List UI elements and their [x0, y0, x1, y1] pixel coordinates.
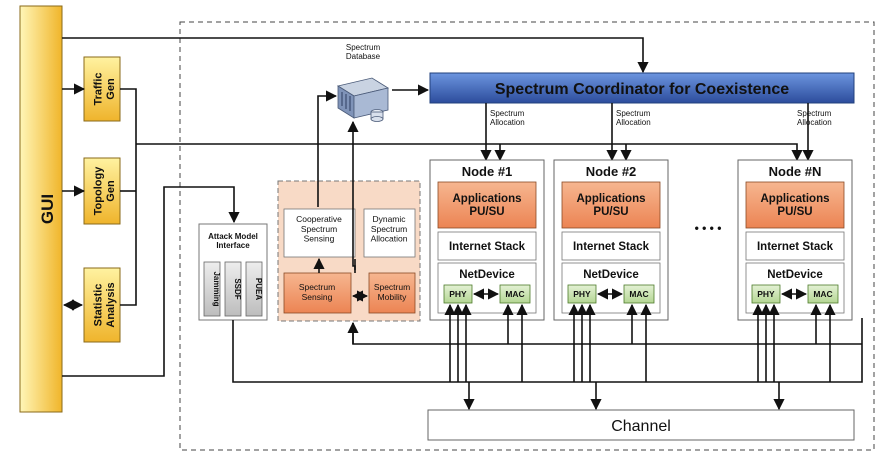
gui-label: GUI [38, 194, 57, 224]
nodes-ellipsis: • • • • [695, 221, 722, 235]
traffic-gen-label: TrafficGen [93, 72, 118, 105]
netdevice-label: NetDevice [459, 269, 515, 281]
phy-box [751, 284, 781, 304]
gui-to-attack-line [62, 186, 240, 377]
internet-stack-label: Internet Stack [573, 241, 650, 253]
internet-stack-box [745, 231, 845, 261]
statistic-analysis-label: StatisticAnalysis [93, 282, 118, 327]
applications-box [437, 181, 537, 229]
traffic-gen-box [83, 56, 121, 122]
mac-box [807, 284, 839, 304]
applications-box [745, 181, 845, 229]
phy-box [443, 284, 473, 304]
attack-puea-box [245, 261, 263, 317]
gui-to-coordinator-line [62, 37, 649, 74]
phy-box [567, 284, 597, 304]
channel-box [427, 409, 855, 441]
internet-stack-box [561, 231, 661, 261]
statistic-analysis-box [83, 267, 121, 343]
attack-bus-line [232, 318, 863, 383]
spectrum-sensing-box [283, 272, 352, 314]
modules-bracket [120, 88, 137, 306]
phy-label: PHY [449, 289, 467, 299]
mac-label: MAC [813, 289, 832, 299]
attack-jamming-label: Jamming [212, 271, 221, 306]
netdevice-label: NetDevice [583, 269, 639, 281]
mac-label: MAC [505, 289, 524, 299]
gui-bar [19, 5, 63, 413]
node-title: Node #1 [462, 164, 513, 179]
node-title: Node #2 [586, 164, 637, 179]
attack-ssdf-label: SSDF [233, 278, 242, 299]
mac-box [499, 284, 531, 304]
cooperative-sensing-box [283, 208, 356, 258]
applications-box [561, 181, 661, 229]
internet-stack-label: Internet Stack [757, 241, 834, 253]
channel-label: Channel [611, 418, 671, 435]
modules-to-nodes-line [136, 143, 803, 162]
phy-label: PHY [573, 289, 591, 299]
topology-gen-label: TopologyGen [93, 166, 118, 216]
dynamic-allocation-box [363, 208, 416, 258]
mac-box [623, 284, 655, 304]
node-title: Node #N [769, 164, 822, 179]
internet-stack-label: Internet Stack [449, 241, 526, 253]
simulator-boundary [179, 21, 875, 451]
internet-stack-box [437, 231, 537, 261]
attack-jamming-box [203, 261, 221, 317]
spectrum-database-icon [336, 77, 390, 122]
attack-puea-label: PUEA [254, 278, 263, 300]
spectrum-mobility-box [368, 272, 416, 314]
spectrum-coordinator-bar [429, 72, 855, 104]
spectrum-coordinator-label: Spectrum Coordinator for Coexistence [495, 81, 789, 98]
cognitive-bus-line [352, 323, 862, 345]
mac-label: MAC [629, 289, 648, 299]
attack-ssdf-box [224, 261, 242, 317]
netdevice-label: NetDevice [767, 269, 823, 281]
phy-label: PHY [757, 289, 775, 299]
